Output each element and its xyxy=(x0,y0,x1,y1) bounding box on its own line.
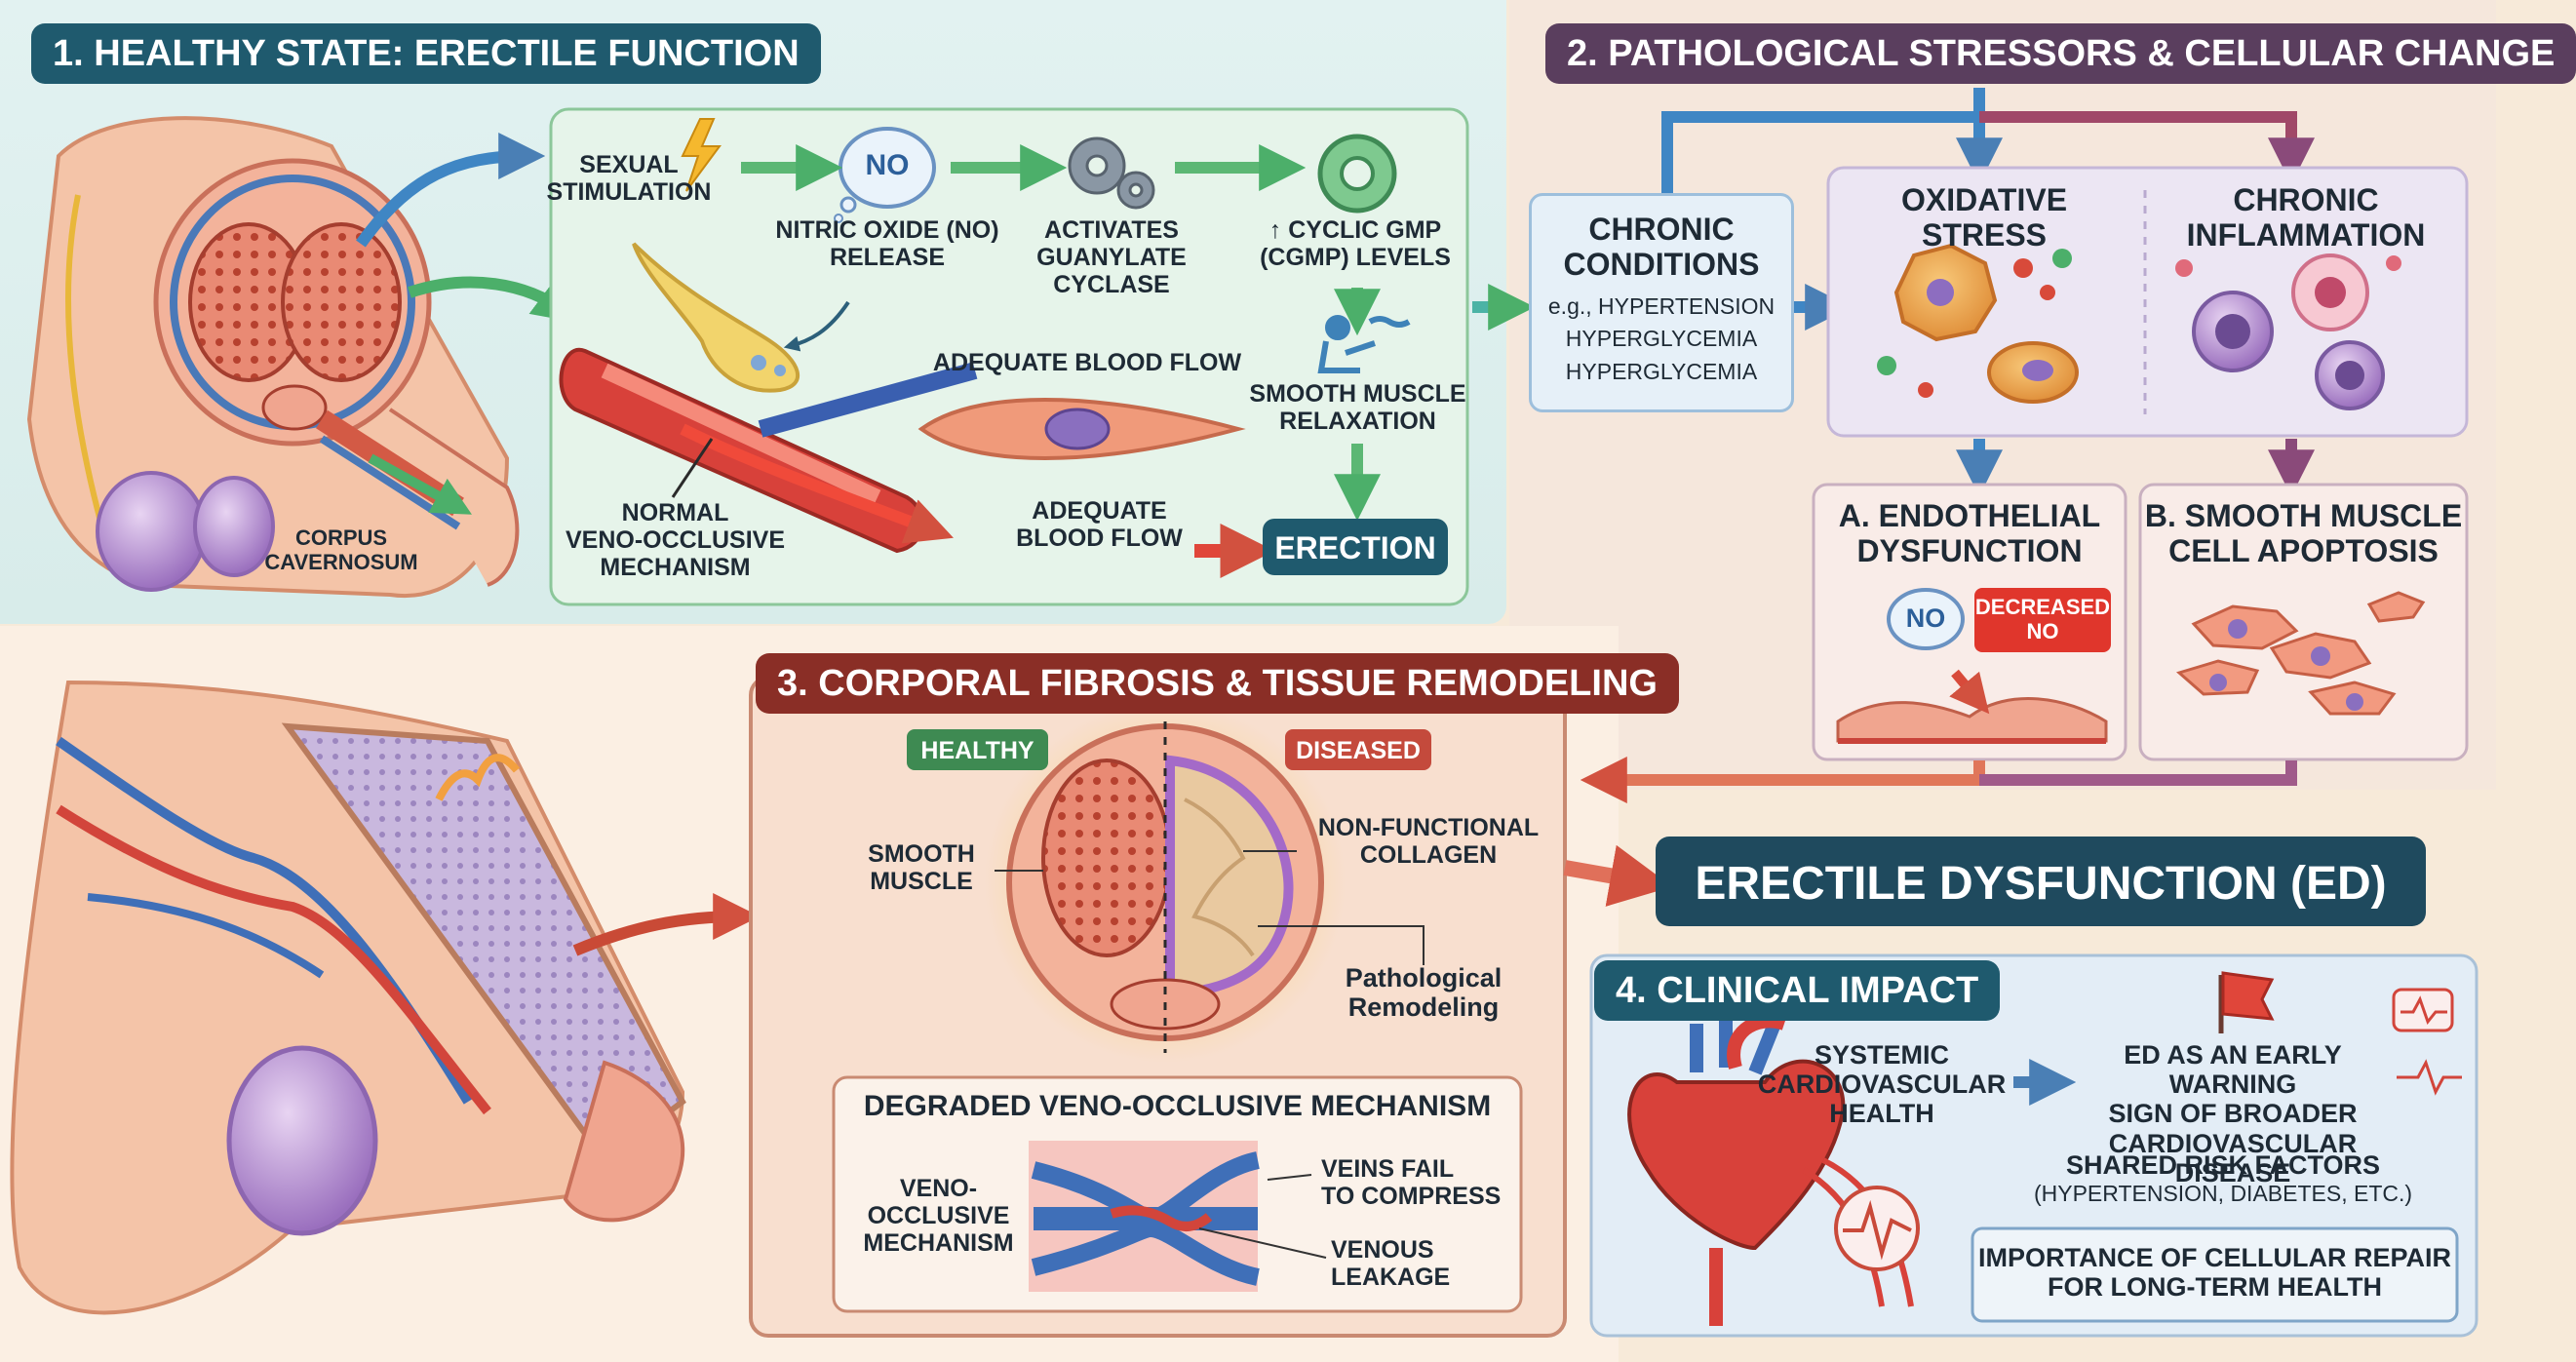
blood-vessel-illustration xyxy=(559,347,978,554)
ed-banner-text: ERECTILE DYSFUNCTION (ED) xyxy=(1695,858,2387,910)
leaky-veins-illustration xyxy=(1029,1141,1261,1292)
label-veno-occlusive: NORMAL VENO-OCCLUSIVE MECHANISM xyxy=(565,499,786,581)
label-smooth-muscle-apoptosis: B. SMOOTH MUSCLE CELL APOPTOSIS xyxy=(2144,498,2463,568)
no-bubble-text: NO xyxy=(865,149,910,181)
diseased-tag-text: DISEASED xyxy=(1296,737,1421,764)
label-smooth-muscle-relaxation: SMOOTH MUSCLE RELAXATION xyxy=(1249,380,1466,435)
arrow-to-vessel xyxy=(408,276,581,324)
label-smooth-muscle: SMOOTH MUSCLE xyxy=(868,840,975,895)
diagram-artwork xyxy=(10,88,2478,1338)
label-systemic-cardiovascular: SYSTEMIC CARDIOVASCULAR HEALTH xyxy=(1757,1040,2007,1129)
ekg-icon xyxy=(1834,1186,1920,1271)
label-chronic-inflammation: CHRONIC INFLAMMATION xyxy=(2186,182,2426,253)
lightning-icon xyxy=(681,118,722,192)
label-adequate-blood-flow-top: ADEQUATE BLOOD FLOW xyxy=(932,349,1242,376)
label-adequate-blood-flow-bottom: ADEQUATE BLOOD FLOW xyxy=(1016,497,1183,552)
label-non-functional-collagen: NON-FUNCTIONAL COLLAGEN xyxy=(1317,814,1540,869)
decreased-no-text: DECREASED NO xyxy=(1974,595,2111,643)
relaxation-figure-icon xyxy=(1317,315,1411,373)
label-pathological-remodeling: Pathological Remodeling xyxy=(1345,963,1503,1023)
erection-text: ERECTION xyxy=(1274,530,1436,565)
cross-section-healthy-vs-diseased xyxy=(985,702,1346,1063)
title-pathological-stressors: 2. PATHOLOGICAL STRESSORS & CELLULAR CHA… xyxy=(1545,23,2576,84)
cgmp-gear-icon xyxy=(1317,134,1397,214)
label-cgmp-levels: ↑ CYCLIC GMP (cGMP) LEVELS xyxy=(1260,216,1451,271)
healthy-tag-text: HEALTHY xyxy=(920,737,1034,764)
label-chronic-conditions: CHRONIC CONDITIONS xyxy=(1563,212,1760,282)
chronic-conditions-box xyxy=(1529,193,1794,412)
label-venous-leakage: VENOUS LEAKAGE xyxy=(1331,1236,1451,1291)
label-corpus-cavernosum: CORPUS CAVERNOSUM xyxy=(264,525,418,574)
ekg-monitor-icon xyxy=(2392,988,2462,1096)
ed-banner: ERECTILE DYSFUNCTION (ED) xyxy=(1656,837,2426,926)
label-oxidative-stress: OXIDATIVE STRESS xyxy=(1900,182,2068,253)
label-cellular-repair: IMPORTANCE OF CELLULAR REPAIR FOR LONG-T… xyxy=(1978,1243,2451,1303)
inflammation-cells xyxy=(2175,253,2401,410)
label-guanylate-cyclase: ACTIVATES GUANYLATE CYCLASE xyxy=(1036,216,1187,298)
decreased-no-badge: DECREASED NO xyxy=(1974,588,2111,652)
nerve-ending xyxy=(632,242,800,393)
no-bubble-small-icon xyxy=(1887,588,1965,650)
label-degraded-veno-occlusive: DEGRADED VENO-OCCLUSIVE MECHANISM xyxy=(863,1090,1492,1122)
no-bubble-small-text: NO xyxy=(1905,603,1946,633)
label-veno-occlusive-mechanism: VENO- OCCLUSIVE MECHANISM xyxy=(863,1175,1014,1257)
title-clinical-impact: 4. CLINICAL IMPACT xyxy=(1594,960,2001,1021)
title-corporal-fibrosis: 3. CORPORAL FIBROSIS & TISSUE REMODELING xyxy=(756,653,1679,714)
gears-icon xyxy=(1068,136,1155,210)
label-conditions-list: e.g., HYPERTENSION HYPERGLYCEMIA HYPERGL… xyxy=(1547,293,1776,384)
fibrotic-penis-illustration xyxy=(10,680,686,1315)
label-veins-fail: VEINS FAIL TO COMPRESS xyxy=(1321,1155,1502,1210)
label-risk-examples: (HYPERTENSION, DIABETES, etc.) xyxy=(2033,1181,2413,1206)
arrow-to-stimulation xyxy=(356,133,546,248)
penis-cross-section-illustration xyxy=(26,116,520,599)
oxidative-stress-cells xyxy=(1877,243,2079,404)
label-endothelial-dysfunction: A. ENDOTHELIAL DYSFUNCTION xyxy=(1838,498,2101,568)
title-healthy-state: 1. HEALTHY STATE: ERECTILE FUNCTION xyxy=(31,23,821,84)
label-no-release: NITRIC OXIDE (NO) RELEASE xyxy=(775,216,999,271)
label-sexual-stimulation: SEXUAL STIMULATION xyxy=(546,151,712,206)
diseased-tag: DISEASED xyxy=(1285,729,1431,770)
warning-flag-icon xyxy=(2218,971,2275,1033)
erection-badge: ERECTION xyxy=(1263,519,1448,575)
label-shared-risk-factors: SHARED RISK FACTORS xyxy=(2065,1150,2381,1180)
healthy-tag: HEALTHY xyxy=(907,729,1048,770)
label-early-warning: ED AS AN EARLY WARNING SIGN OF BROADER C… xyxy=(2108,1040,2358,1187)
endothelial-layer xyxy=(1836,669,2108,744)
